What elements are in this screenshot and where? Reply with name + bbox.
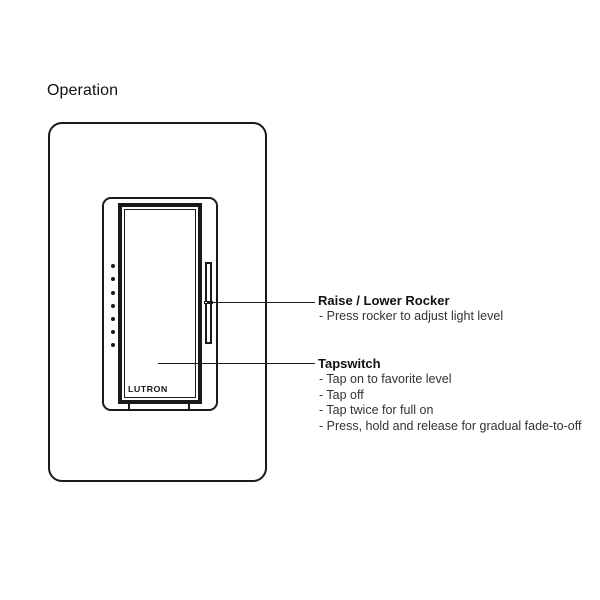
leader-line-tapswitch <box>158 363 315 365</box>
tapswitch-leg-left <box>128 402 130 410</box>
page-title: Operation <box>47 82 119 99</box>
callout-heading: Tapswitch <box>318 356 381 371</box>
tapswitch-panel[interactable] <box>118 203 202 404</box>
tapswitch-leg-right <box>188 402 190 410</box>
led-indicator-icon <box>111 264 115 268</box>
led-indicator-icon <box>111 343 115 347</box>
brand-logo: LUTRON <box>128 384 168 394</box>
led-indicator-icon <box>111 291 115 295</box>
callout-item: - Tap twice for full on <box>319 403 434 417</box>
callout-item: - Tap off <box>319 387 364 402</box>
led-indicator-icon <box>111 330 115 334</box>
callout-item: - Press rocker to adjust light level <box>319 309 504 323</box>
led-indicator-icon <box>111 304 115 308</box>
led-indicator-icon <box>111 277 115 281</box>
callout-rocker: Raise / Lower Rocker - Press rocker to a… <box>318 293 503 325</box>
leader-line-rocker <box>207 302 315 304</box>
callout-item: - Tap on to favorite level <box>319 372 452 386</box>
callout-heading: Raise / Lower Rocker <box>318 293 450 308</box>
callout-item: - Press, hold and release for gradual fa… <box>319 418 582 433</box>
led-indicator-icon <box>111 317 115 321</box>
callout-tapswitch: Tapswitch - Tap on to favorite level - T… <box>318 356 581 434</box>
